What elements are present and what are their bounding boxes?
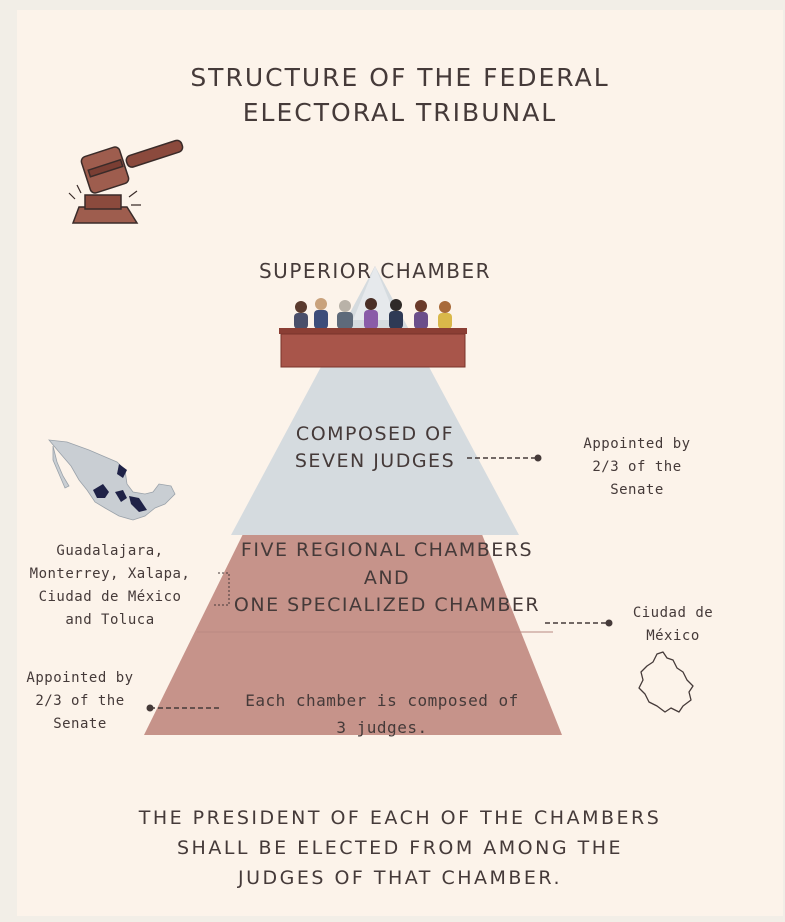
mexico-map-icon [48, 439, 176, 521]
superior-appointment-line-1: Appointed by [583, 436, 691, 452]
specialized-city-line-1: Ciudad de [632, 605, 714, 621]
gavel-icon [68, 139, 184, 224]
infographic-card: STRUCTURE OF THE FEDERAL ELECTORAL TRIBU… [17, 10, 783, 916]
title-line-1: STRUCTURE OF THE FEDERAL [190, 63, 610, 92]
cities-line-2: Monterrey, Xalapa, [29, 566, 191, 582]
upper-tier-shape [231, 266, 519, 535]
cities-line-1: Guadalajara, [56, 543, 164, 559]
cities-line-4: and Toluca [65, 612, 155, 628]
regional-line-2: AND [363, 567, 411, 589]
judges-line-1: Each chamber is composed of [245, 691, 519, 710]
footer-line-3: JUDGES OF THAT CHAMBER. [237, 867, 562, 889]
regional-appointment-line-3: Senate [53, 716, 107, 732]
title-line-2: ELECTORAL TRIBUNAL [242, 98, 558, 127]
superior-appointment-line-3: Senate [610, 482, 664, 498]
superior-appointment-line-2: 2/3 of the [592, 459, 682, 475]
footer-line-1: THE PRESIDENT OF EACH OF THE CHAMBERS [138, 807, 662, 829]
regional-line-3: ONE SPECIALIZED CHAMBER [233, 594, 541, 616]
cities-line-3: Ciudad de México [38, 589, 182, 605]
regional-appointment-line-2: 2/3 of the [35, 693, 125, 709]
specialized-city-line-2: México [646, 628, 700, 644]
connector-cities [214, 572, 230, 606]
judges-line-2: 3 judges. [336, 718, 428, 737]
regional-line-1: FIVE REGIONAL CHAMBERS [240, 539, 534, 561]
superior-composition-line-1: COMPOSED OF [295, 423, 455, 445]
judges-bench-icon [279, 298, 467, 368]
superior-chamber-heading: SUPERIOR CHAMBER [258, 259, 492, 283]
regional-appointment-line-1: Appointed by [26, 670, 134, 686]
pyramid-diagram [144, 266, 613, 735]
mexico-city-map-icon [638, 651, 694, 713]
footer-line-2: SHALL BE ELECTED FROM AMONG THE [176, 837, 623, 859]
superior-composition-line-2: SEVEN JUDGES [294, 450, 456, 472]
